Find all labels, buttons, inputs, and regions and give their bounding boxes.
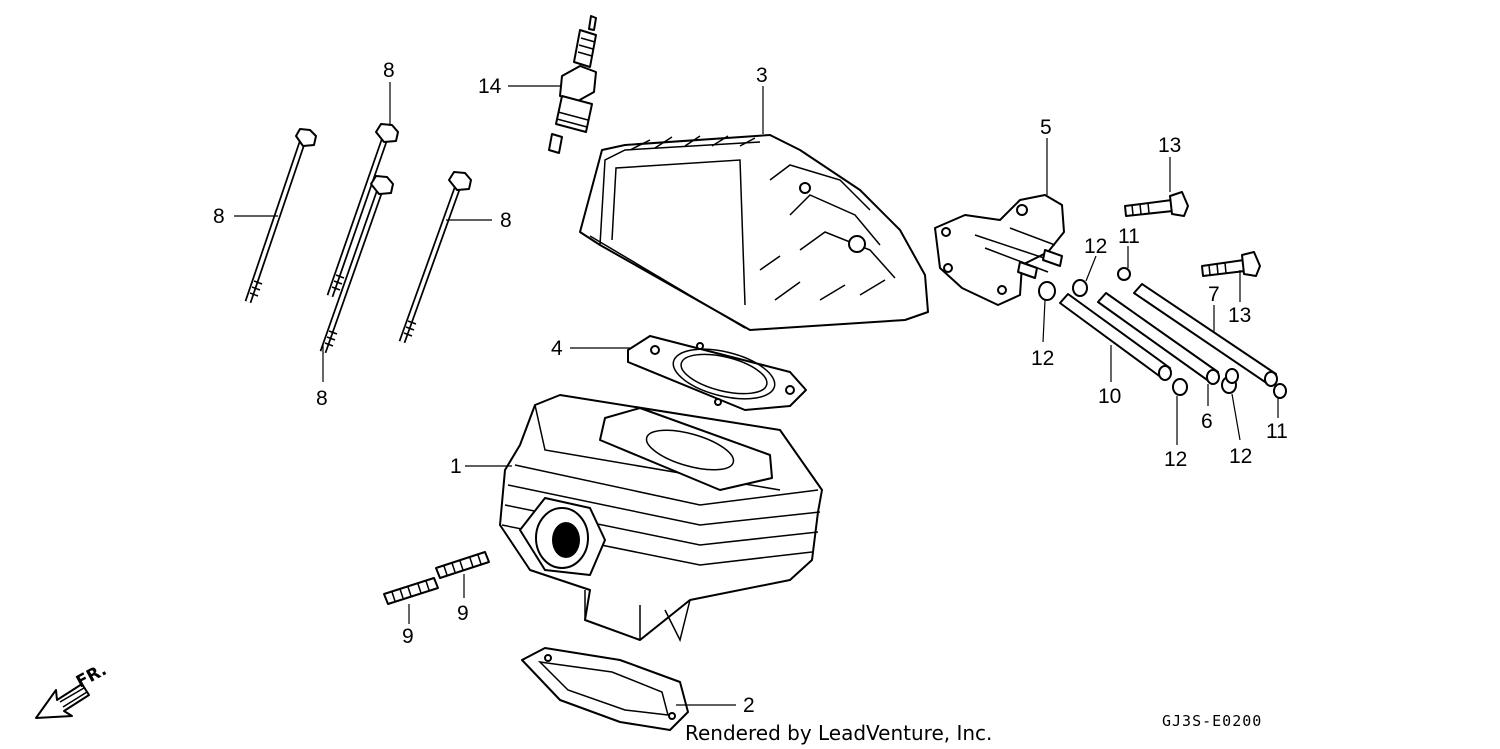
callout-10: 10	[1098, 385, 1121, 408]
hose-clips	[1038, 267, 1287, 399]
stud-1[interactable]	[383, 577, 439, 605]
callout-4: 4	[551, 337, 563, 360]
clip-12-b[interactable]	[1038, 281, 1056, 301]
callout-8-top: 8	[383, 59, 395, 82]
base-gasket[interactable]	[521, 647, 689, 731]
head-gasket[interactable]	[627, 335, 807, 411]
callout-12-top: 12	[1084, 235, 1107, 258]
spark-plug[interactable]	[548, 15, 597, 154]
callout-labels: 8 8 8 8 14 3 5 13 13 7 12 11 12 10 6 12 …	[213, 59, 1288, 717]
callout-1: 1	[450, 455, 462, 478]
stud-2[interactable]	[435, 551, 490, 579]
long-bolt-2[interactable]	[326, 123, 399, 298]
callout-11-top: 11	[1118, 225, 1140, 248]
long-bolt-4[interactable]	[398, 171, 472, 344]
callout-3: 3	[756, 64, 768, 87]
leader-lines	[234, 82, 1279, 706]
callout-9-left: 9	[402, 625, 414, 648]
hose-7[interactable]	[1133, 283, 1278, 387]
flange-bolt-2[interactable]	[1201, 251, 1261, 277]
callout-8-bottom: 8	[316, 387, 328, 410]
hose-6[interactable]	[1097, 292, 1220, 385]
callout-13-bottom: 13	[1228, 304, 1251, 327]
clip-12-a[interactable]	[1072, 279, 1088, 297]
callout-5: 5	[1040, 116, 1052, 139]
cylinder-head[interactable]	[579, 134, 929, 331]
callout-12-middle: 12	[1164, 448, 1187, 471]
callout-8-left: 8	[213, 205, 225, 228]
clip-12-c[interactable]	[1172, 378, 1188, 396]
callout-7: 7	[1208, 283, 1220, 306]
intake-manifold[interactable]	[934, 194, 1065, 306]
flange-bolt-1[interactable]	[1124, 191, 1189, 217]
clip-11-b[interactable]	[1273, 383, 1287, 399]
callout-8-right: 8	[500, 209, 512, 232]
credit-text: Rendered by LeadVenture, Inc.	[685, 721, 992, 745]
hose-10[interactable]	[1059, 293, 1172, 381]
callout-12-left: 12	[1031, 347, 1054, 370]
callout-13-top: 13	[1158, 134, 1181, 157]
long-bolt-3[interactable]	[319, 175, 394, 354]
long-bolt-1[interactable]	[244, 128, 317, 304]
callout-14: 14	[478, 75, 502, 98]
cylinder[interactable]	[499, 394, 823, 643]
callout-2: 2	[743, 694, 755, 717]
callout-6: 6	[1201, 410, 1213, 433]
clip-11-a[interactable]	[1117, 267, 1131, 281]
long-bolt-group	[244, 123, 472, 354]
callout-11-right: 11	[1266, 420, 1288, 443]
callout-12-right: 12	[1229, 445, 1252, 468]
diagram-code: GJ3S-E0200	[1162, 712, 1262, 730]
stud-bolts	[383, 551, 490, 605]
front-direction-marker: FR.	[35, 660, 110, 719]
callout-9-right: 9	[457, 602, 469, 625]
clip-12-e[interactable]	[1225, 368, 1239, 384]
